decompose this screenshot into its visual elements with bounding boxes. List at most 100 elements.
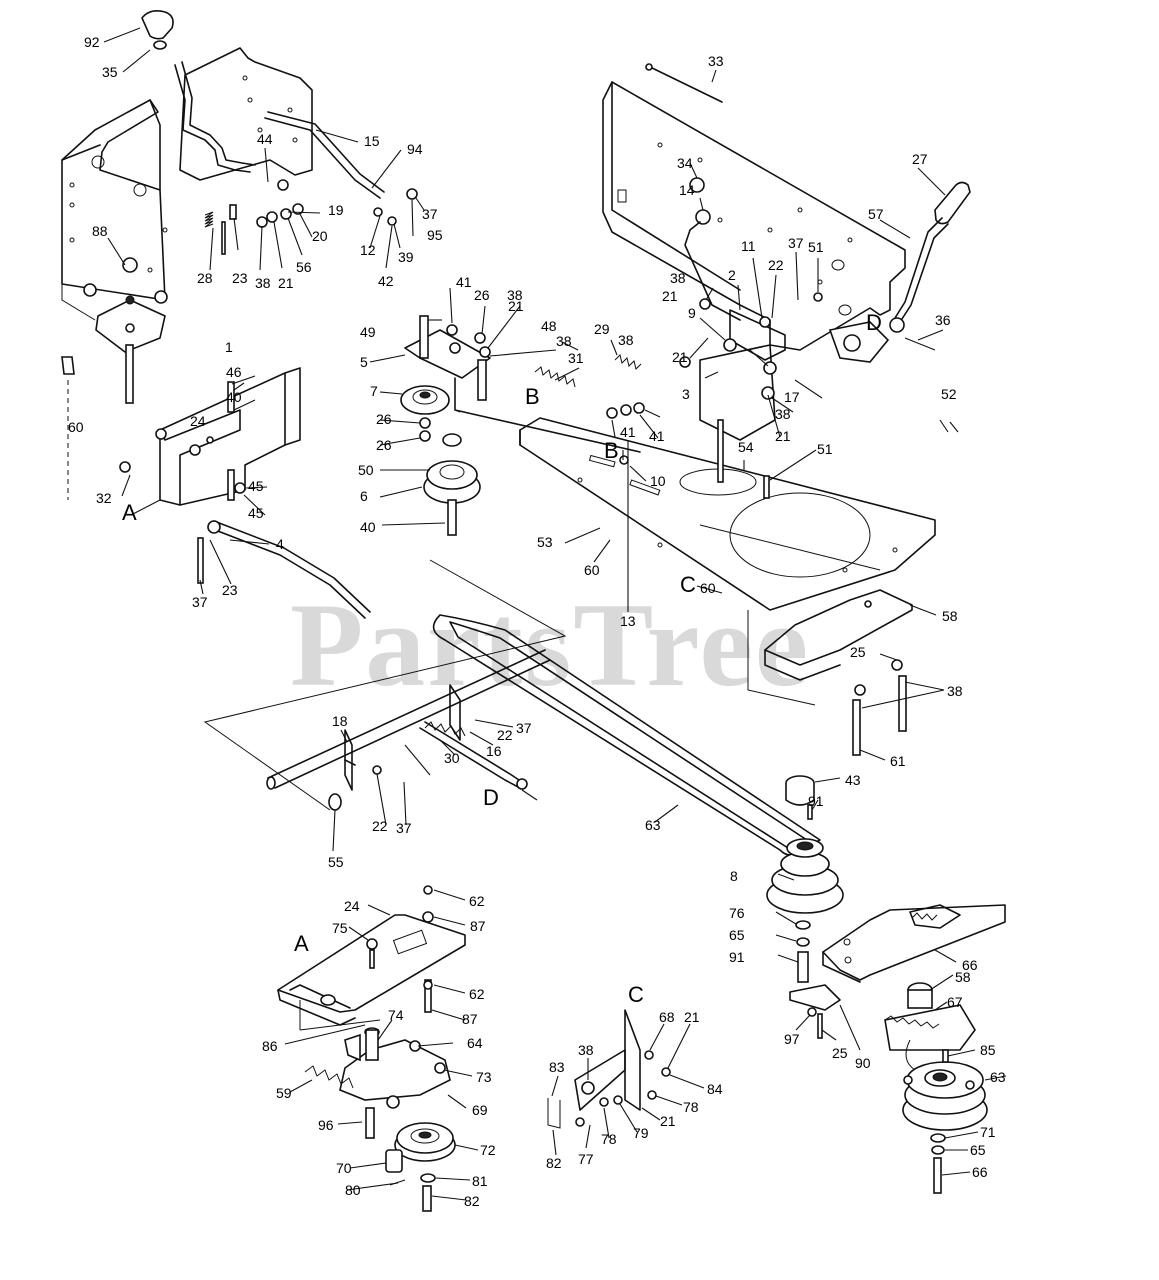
callout-15: 15 [364, 133, 380, 149]
callout-17: 17 [784, 389, 800, 405]
callout-7: 7 [370, 383, 378, 399]
callout-38: 38 [578, 1042, 594, 1058]
callout-55: 55 [328, 854, 344, 870]
callout-37: 37 [422, 206, 438, 222]
callout-51: 51 [817, 441, 833, 457]
callout-68: 68 [659, 1009, 675, 1025]
callout-82: 82 [464, 1193, 480, 1209]
callout-25: 25 [850, 644, 866, 660]
callout-65: 65 [729, 927, 745, 943]
callout-79: 79 [633, 1125, 649, 1141]
callout-21: 21 [662, 288, 678, 304]
callout-29: 29 [594, 321, 610, 337]
callout-74: 74 [388, 1007, 404, 1023]
callout-65: 65 [970, 1142, 986, 1158]
callout-23: 23 [222, 582, 238, 598]
callout-28: 28 [197, 270, 213, 286]
callout-91: 91 [808, 793, 824, 809]
callout-30: 30 [444, 750, 460, 766]
callout-22: 22 [497, 727, 513, 743]
callout-42: 42 [378, 273, 394, 289]
callout-62: 62 [469, 986, 485, 1002]
callout-51: 51 [808, 239, 824, 255]
clutch-assembly [789, 904, 1006, 1194]
callout-63: 63 [990, 1069, 1006, 1085]
callout-64: 64 [467, 1035, 483, 1051]
main-frame-plate [400, 315, 936, 756]
callout-3: 3 [682, 386, 690, 402]
callout-12: 12 [360, 242, 376, 258]
idler-assembly [277, 885, 466, 1212]
callout-40: 40 [360, 519, 376, 535]
callout-60: 60 [68, 419, 84, 435]
reference-line [203, 559, 567, 811]
callout-69: 69 [472, 1102, 488, 1118]
callout-91: 91 [729, 949, 745, 965]
callout-90: 90 [855, 1055, 871, 1071]
callout-38: 38 [618, 332, 634, 348]
watermark-text: PartsTree [290, 578, 810, 711]
callout-18: 18 [332, 713, 348, 729]
callout-41: 41 [456, 274, 472, 290]
callout-11: 11 [741, 238, 756, 254]
callout-26: 26 [474, 287, 490, 303]
callout-82: 82 [546, 1155, 562, 1171]
callout-16: 16 [486, 743, 502, 759]
callout-78: 78 [601, 1131, 617, 1147]
callout-25: 25 [832, 1045, 848, 1061]
callout-92: 92 [84, 34, 100, 50]
callout-37: 37 [788, 235, 804, 251]
callout-26: 26 [376, 437, 392, 453]
callout-21: 21 [660, 1113, 676, 1129]
callout-80: 80 [345, 1182, 361, 1198]
section-letter-b: B [604, 438, 619, 463]
callout-38: 38 [255, 275, 271, 291]
callout-57: 57 [868, 206, 884, 222]
callout-38: 38 [775, 406, 791, 422]
callout-45: 45 [248, 505, 264, 521]
callout-59: 59 [276, 1085, 292, 1101]
callout-81: 81 [472, 1173, 488, 1189]
callout-50: 50 [358, 462, 374, 478]
callout-66: 66 [962, 957, 978, 973]
callout-33: 33 [708, 53, 724, 69]
callout-96: 96 [318, 1117, 334, 1133]
callout-49: 49 [360, 324, 376, 340]
callout-97: 97 [784, 1031, 800, 1047]
callout-56: 56 [296, 259, 312, 275]
callout-8: 8 [730, 868, 738, 884]
callout-20: 20 [312, 228, 328, 244]
callout-76: 76 [729, 905, 745, 921]
leader-lines [103, 27, 1007, 1201]
callout-83: 83 [549, 1059, 565, 1075]
section-letter-a: A [122, 500, 137, 525]
callout-85: 85 [980, 1042, 996, 1058]
callout-19: 19 [328, 202, 344, 218]
callout-73: 73 [476, 1069, 492, 1085]
callout-84: 84 [707, 1081, 723, 1097]
callout-60: 60 [700, 580, 716, 596]
callout-70: 70 [336, 1160, 352, 1176]
section-letter-d: D [866, 310, 882, 335]
callout-40: 40 [226, 389, 242, 405]
callout-72: 72 [480, 1142, 496, 1158]
callout-38: 38 [507, 287, 523, 303]
callout-39: 39 [398, 249, 414, 265]
section-letter-d: D [483, 785, 499, 810]
callout-41: 41 [620, 424, 636, 440]
callout-22: 22 [372, 818, 388, 834]
callout-75: 75 [332, 920, 348, 936]
callout-58: 58 [942, 608, 958, 624]
callout-34: 34 [677, 155, 693, 171]
dash-panel-assembly [602, 63, 971, 363]
callout-63: 63 [645, 817, 661, 833]
callout-35: 35 [102, 64, 118, 80]
callout-38: 38 [556, 333, 572, 349]
callout-41: 41 [649, 428, 665, 444]
callout-62: 62 [469, 893, 485, 909]
callout-6: 6 [360, 488, 368, 504]
callout-21: 21 [508, 298, 524, 314]
engine-pulley [766, 775, 844, 983]
